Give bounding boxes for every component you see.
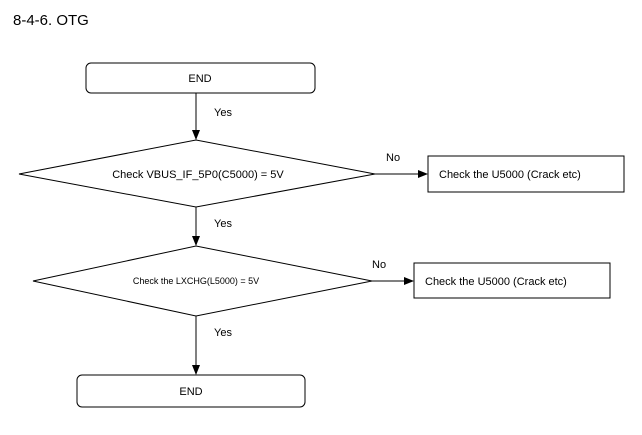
yes-label-2: Yes xyxy=(214,218,232,230)
end-box-label: END xyxy=(179,386,202,398)
result1-box: Check the U5000 (Crack etc) xyxy=(427,155,625,193)
decision1-diamond: Check VBUS_IF_5P0(C5000) = 5V xyxy=(18,139,376,208)
decision1-label: Check VBUS_IF_5P0(C5000) = 5V xyxy=(112,169,284,181)
decision2-label: Check the LXCHG(L5000) = 5V xyxy=(133,276,259,286)
yes-label-3: Yes xyxy=(214,327,232,339)
result2-box: Check the U5000 (Crack etc) xyxy=(413,262,611,299)
start-box-label: END xyxy=(188,73,211,85)
result2-label: Check the U5000 (Crack etc) xyxy=(425,276,567,288)
yes-label-1: Yes xyxy=(214,107,232,119)
section-title: 8-4-6. OTG xyxy=(13,12,89,29)
decision2-diamond: Check the LXCHG(L5000) = 5V xyxy=(32,245,373,317)
no-label-1: No xyxy=(386,152,400,164)
result1-label: Check the U5000 (Crack etc) xyxy=(439,169,581,181)
start-box: END xyxy=(85,62,316,94)
end-box: END xyxy=(76,374,306,408)
no-label-2: No xyxy=(372,259,386,271)
